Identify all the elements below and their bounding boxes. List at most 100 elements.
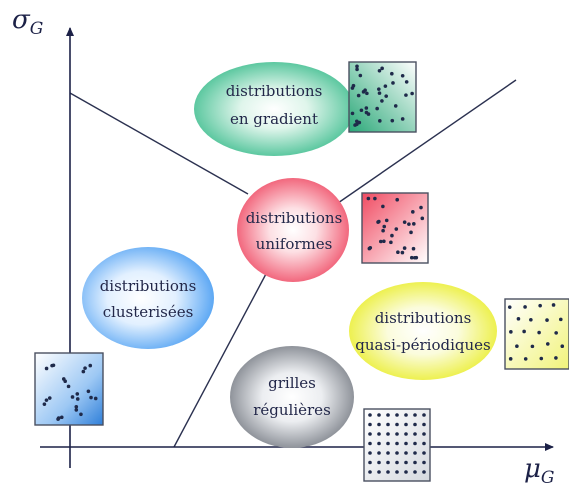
thumbnail-dot: [409, 255, 414, 260]
thumbnail-clustered: [34, 352, 104, 426]
thumbnail-dot: [359, 108, 364, 113]
thumbnail-dot: [390, 71, 394, 76]
divider-upper-left: [69, 92, 249, 195]
region-gradient-bubble: [194, 62, 354, 156]
thumbnail-dot: [530, 344, 535, 349]
thumbnail-dot: [507, 305, 512, 309]
thumbnail-dot: [93, 396, 98, 401]
thumbnail-dot: [413, 470, 417, 474]
thumbnail-dot: [413, 413, 417, 417]
thumbnail-dot: [81, 369, 86, 374]
thumbnail-uniform: [361, 192, 429, 264]
thumbnail-dot: [66, 384, 71, 389]
thumbnail-dot: [529, 317, 533, 322]
thumbnail-dot: [395, 413, 399, 417]
thumbnail-dot: [391, 81, 395, 85]
thumbnail-dot: [356, 93, 361, 98]
thumbnail-dot: [383, 84, 388, 88]
region-clustered-line1: distributions: [100, 277, 197, 295]
thumbnail-dot: [377, 432, 381, 436]
thumbnail-dot: [382, 239, 386, 244]
thumbnail-quasi: [504, 298, 569, 370]
thumbnail-dot: [377, 441, 381, 446]
thumbnail-dot: [375, 106, 379, 111]
thumbnail-dot: [75, 397, 80, 401]
thumbnail-dot: [364, 106, 369, 110]
thumbnail-dot: [395, 432, 399, 436]
thumbnail-dot: [368, 470, 372, 474]
thumbnail-dot: [380, 66, 384, 71]
thumbnail-dot: [373, 196, 377, 201]
thumbnail-dot: [386, 432, 390, 436]
region-gradient-line1: distributions: [226, 82, 323, 100]
thumbnail-dot: [420, 216, 425, 221]
thumbnail-dot: [86, 389, 91, 394]
thumbnail-dot: [377, 87, 381, 91]
thumbnail-dot: [402, 246, 407, 250]
thumbnail-dot: [404, 470, 408, 474]
thumbnail-dot: [407, 222, 411, 226]
thumbnail-dot: [404, 451, 408, 455]
thumbnail-dot: [377, 451, 381, 455]
thumbnail-dot: [377, 460, 381, 465]
thumbnail-dot: [400, 73, 405, 78]
thumbnail-dot: [88, 363, 93, 368]
thumbnail-dot: [545, 318, 549, 322]
region-grid-bubble: [230, 346, 354, 448]
thumbnail-dot: [422, 441, 426, 446]
region-uniform-bubble: [237, 178, 349, 282]
thumbnail-dot: [395, 422, 399, 427]
thumbnail-dot: [382, 224, 387, 229]
thumbnail-dot: [384, 94, 388, 98]
region-uniform-line1: distributions: [246, 209, 343, 227]
thumbnail-dot: [350, 111, 355, 116]
thumbnail-dot: [412, 255, 417, 260]
thumbnail-dot: [393, 104, 398, 108]
thumbnail-dot: [413, 432, 417, 436]
thumbnail-dot: [422, 451, 426, 455]
region-quasi-line1: distributions: [375, 309, 472, 327]
thumbnail-dot: [63, 379, 67, 384]
thumbnail-dot: [366, 196, 371, 201]
thumbnail-dot: [390, 118, 395, 123]
thumbnail-dot: [404, 93, 408, 97]
thumbnail-dot: [377, 470, 381, 474]
region-gradient-line2: en gradient: [230, 110, 318, 128]
divider-upper-right: [337, 79, 517, 204]
region-quasi-bubble: [349, 282, 497, 380]
thumbnail-dot: [56, 416, 61, 420]
thumbnail-dot: [363, 88, 367, 92]
thumbnail-dot: [411, 210, 415, 214]
thumbnail-dot: [386, 441, 390, 446]
thumbnail-dot: [44, 366, 49, 371]
region-grid-line2: régulières: [253, 401, 331, 419]
thumbnail-dot: [355, 64, 359, 69]
thumbnail-dot: [380, 99, 384, 103]
region-grid-line1: grilles: [268, 374, 316, 392]
thumbnail-dot: [404, 80, 409, 84]
thumbnail-dot: [522, 329, 526, 334]
thumbnail-dot: [384, 218, 389, 223]
thumbnail-dot: [413, 451, 417, 455]
thumbnail-dot: [365, 91, 369, 96]
thumbnail-dot: [404, 413, 408, 417]
thumbnail-grid: [363, 408, 431, 482]
thumbnail-dot: [378, 119, 382, 123]
thumbnail-dot: [79, 412, 83, 417]
thumbnail-dot: [537, 330, 541, 335]
thumbnail-dot: [400, 250, 405, 255]
thumbnail-dot: [413, 441, 417, 446]
thumbnail-dot: [381, 204, 385, 209]
thumbnail-dot: [516, 317, 521, 321]
thumbnail-dot: [74, 405, 79, 409]
thumbnail-dot: [395, 441, 399, 446]
thumbnail-dot: [44, 398, 49, 402]
thumbnail-dot: [386, 470, 390, 474]
thumbnail-gradient: [348, 61, 417, 133]
thumbnail-dot: [396, 250, 400, 255]
thumbnail-dot: [377, 413, 381, 417]
thumbnail-dot: [509, 330, 513, 334]
thumbnail-dot: [539, 356, 544, 361]
thumbnail-dot: [394, 227, 399, 231]
